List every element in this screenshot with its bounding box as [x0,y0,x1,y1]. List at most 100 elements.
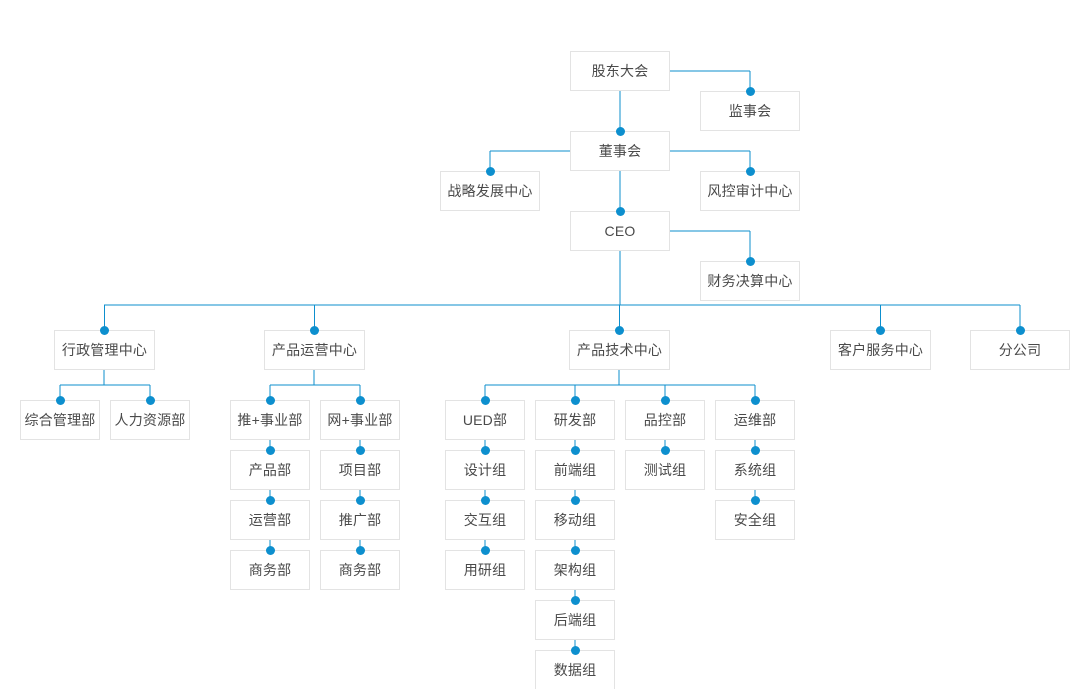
org-node-supervisors[interactable]: 监事会 [700,91,800,131]
org-node-label: 监事会 [728,103,772,119]
org-node-label: 商务部 [248,562,292,578]
org-node-product-ops-center[interactable]: 产品运营中心 [264,330,365,370]
org-node-product-tech-center[interactable]: 产品技术中心 [569,330,670,370]
org-node-product-dept[interactable]: 产品部 [230,450,310,490]
org-node-risk-audit[interactable]: 风控审计中心 [700,171,800,211]
org-node-promotion-dept[interactable]: 推广部 [320,500,400,540]
org-node-mobile-group[interactable]: 移动组 [535,500,615,540]
connector-dot-finance [745,256,755,266]
connector-dot-frontend-group [570,445,580,455]
connector-dot-tui-plus-bu [265,395,275,405]
connector-dot-architecture-group [570,545,580,555]
org-node-label: 项目部 [338,462,382,478]
connector-dot-security-group [750,495,760,505]
org-node-general-admin[interactable]: 综合管理部 [20,400,100,440]
org-node-architecture-group[interactable]: 架构组 [535,550,615,590]
org-node-security-group[interactable]: 安全组 [715,500,795,540]
org-node-label: 数据组 [553,662,597,678]
connector-dot-risk-audit [745,166,755,176]
connector-dot-general-admin [55,395,65,405]
org-node-business-dept-2[interactable]: 商务部 [320,550,400,590]
org-node-design-group[interactable]: 设计组 [445,450,525,490]
org-node-frontend-group[interactable]: 前端组 [535,450,615,490]
connector-dot-customer-service-center [876,325,885,335]
org-node-ops-dept[interactable]: 运维部 [715,400,795,440]
org-node-label: 战略发展中心 [447,183,533,199]
org-node-label: 移动组 [553,512,597,528]
org-node-label: UED部 [462,412,508,428]
org-node-system-group[interactable]: 系统组 [715,450,795,490]
org-node-admin-center[interactable]: 行政管理中心 [54,330,155,370]
connector-dot-board [615,126,625,136]
org-node-label: 设计组 [463,462,507,478]
org-node-ceo[interactable]: CEO [570,211,670,251]
org-node-operations-dept[interactable]: 运营部 [230,500,310,540]
org-node-label: 交互组 [463,512,507,528]
org-node-label: 风控审计中心 [707,183,793,199]
connector-dot-data-group [570,645,580,655]
org-node-project-dept[interactable]: 项目部 [320,450,400,490]
org-node-label: 产品部 [248,462,292,478]
org-node-test-group[interactable]: 测试组 [625,450,705,490]
org-node-branch-company[interactable]: 分公司 [970,330,1070,370]
org-node-label: 运营部 [248,512,292,528]
org-node-label: 研发部 [553,412,597,428]
org-node-qa-dept[interactable]: 品控部 [625,400,705,440]
org-node-label: 推+事业部 [237,412,303,428]
connector-dot-promotion-dept [355,495,365,505]
connector-dot-interaction-group [480,495,490,505]
connector-dot-business-dept-2 [355,545,365,555]
org-node-wang-plus-bu[interactable]: 网+事业部 [320,400,400,440]
connector-dot-branch-company [1015,325,1025,335]
org-node-user-research-group[interactable]: 用研组 [445,550,525,590]
org-node-label: 综合管理部 [24,412,96,428]
connector-dot-design-group [480,445,490,455]
connector-dot-supervisors [745,86,755,96]
org-node-finance[interactable]: 财务决算中心 [700,261,800,301]
connector-dot-operations-dept [265,495,275,505]
connector-dot-backend-group [570,595,580,605]
org-node-label: 安全组 [733,512,777,528]
org-node-label: 财务决算中心 [707,273,793,289]
connector-dot-mobile-group [570,495,580,505]
org-node-shareholders[interactable]: 股东大会 [570,51,670,91]
org-node-label: 行政管理中心 [61,342,148,358]
org-node-customer-service-center[interactable]: 客户服务中心 [830,330,931,370]
org-node-label: 客户服务中心 [837,342,924,358]
org-node-label: 商务部 [338,562,382,578]
org-node-label: 网+事业部 [327,412,393,428]
connector-dot-business-dept-1 [265,545,275,555]
connector-dot-product-dept [265,445,275,455]
org-node-label: 测试组 [643,462,687,478]
org-node-label: CEO [604,223,636,239]
org-node-strategy[interactable]: 战略发展中心 [440,171,540,211]
org-node-board[interactable]: 董事会 [570,131,670,171]
org-node-label: 系统组 [733,462,777,478]
connector-dot-ceo [615,206,625,216]
connector-dot-project-dept [355,445,365,455]
org-node-label: 股东大会 [591,63,649,79]
org-node-tui-plus-bu[interactable]: 推+事业部 [230,400,310,440]
org-node-data-group[interactable]: 数据组 [535,650,615,689]
org-node-backend-group[interactable]: 后端组 [535,600,615,640]
org-node-label: 品控部 [643,412,687,428]
connector-dot-test-group [660,445,670,455]
org-node-ued-dept[interactable]: UED部 [445,400,525,440]
connector-dot-human-resources [145,395,155,405]
org-node-label: 后端组 [553,612,597,628]
org-node-label: 架构组 [553,562,597,578]
connector-dot-wang-plus-bu [355,395,365,405]
org-node-rd-dept[interactable]: 研发部 [535,400,615,440]
org-node-interaction-group[interactable]: 交互组 [445,500,525,540]
org-node-label: 产品运营中心 [271,342,358,358]
org-node-human-resources[interactable]: 人力资源部 [110,400,190,440]
connector-dot-product-ops-center [310,325,319,335]
connector-dot-qa-dept [660,395,670,405]
org-node-business-dept-1[interactable]: 商务部 [230,550,310,590]
org-node-label: 用研组 [463,562,507,578]
org-node-label: 分公司 [998,342,1042,358]
org-node-label: 推广部 [338,512,382,528]
org-node-label: 董事会 [598,143,642,159]
